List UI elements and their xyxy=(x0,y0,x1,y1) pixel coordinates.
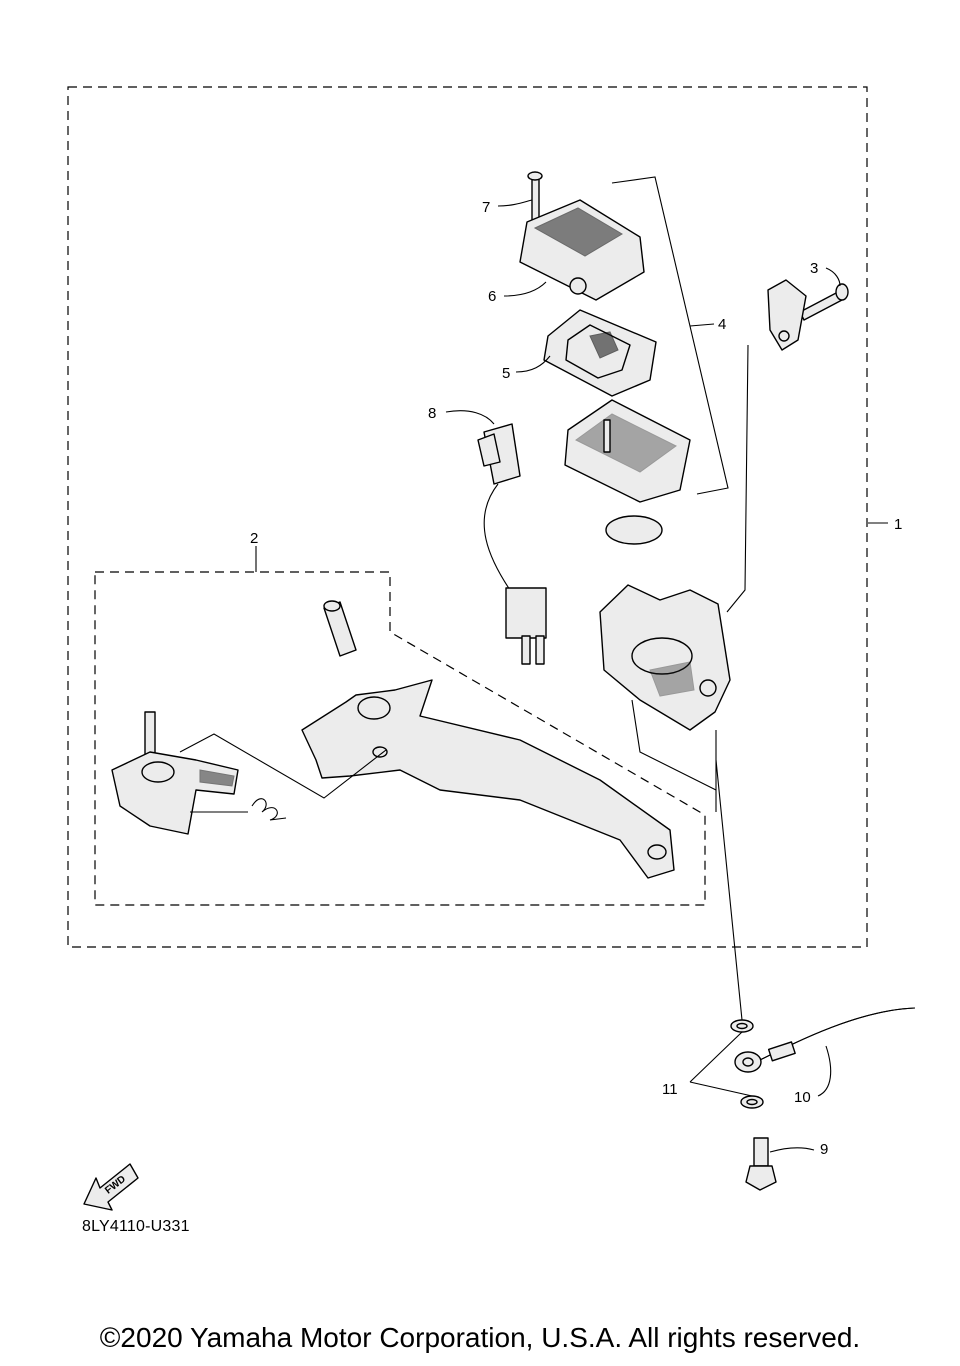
callout-1: 1 xyxy=(894,516,902,533)
spring xyxy=(251,798,287,821)
callout-2: 2 xyxy=(250,530,258,547)
leader-adjuster xyxy=(179,733,387,799)
callout-8: 8 xyxy=(428,405,436,422)
leader-6 xyxy=(503,281,547,297)
callout-3: 3 xyxy=(810,260,818,277)
callout-4: 4 xyxy=(718,316,726,333)
leader-clamp-to-body xyxy=(726,344,749,613)
leader-body-box xyxy=(631,699,717,812)
copyright-notice: ©2020 Yamaha Motor Corporation, U.S.A. A… xyxy=(99,1322,861,1353)
leader-3 xyxy=(825,267,841,287)
pivot-bolt xyxy=(323,600,357,657)
washer-11-lower xyxy=(740,1095,764,1109)
diaphragm-5 xyxy=(543,309,657,397)
callout-11: 11 xyxy=(662,1081,678,1098)
callout-9: 9 xyxy=(820,1141,828,1158)
fwd-arrow-icon: FWD xyxy=(83,1163,139,1211)
o-ring xyxy=(605,515,663,545)
leader-5 xyxy=(515,355,551,373)
bolt-3 xyxy=(799,283,849,321)
leader-10 xyxy=(817,1045,832,1097)
leader-8 xyxy=(445,410,495,425)
leader-body-to-bolt xyxy=(715,759,743,1021)
washer-11-upper xyxy=(730,1019,754,1033)
leader-4 xyxy=(689,323,715,327)
lever-adjuster xyxy=(111,711,239,835)
callout-10: 10 xyxy=(794,1089,811,1106)
lever-holder xyxy=(599,584,731,731)
clutch-lever xyxy=(301,679,675,879)
leader-11 xyxy=(689,1031,753,1097)
clutch-switch-8 xyxy=(477,423,547,665)
reservoir-cap-6 xyxy=(519,199,645,301)
leader-9 xyxy=(769,1147,815,1153)
assembly-1-boundary xyxy=(67,86,868,948)
callout-7: 7 xyxy=(482,199,490,216)
master-cylinder-4 xyxy=(564,399,691,503)
diagram-code: 8LY4110-U331 xyxy=(82,1218,190,1235)
brake-hose-10 xyxy=(734,1007,916,1073)
leader-7 xyxy=(497,199,533,207)
bracket-4 xyxy=(611,176,729,495)
handlebar-clamp xyxy=(767,279,807,351)
callout-5: 5 xyxy=(502,365,510,382)
banjo-bolt-9 xyxy=(745,1137,777,1191)
callout-6: 6 xyxy=(488,288,496,305)
